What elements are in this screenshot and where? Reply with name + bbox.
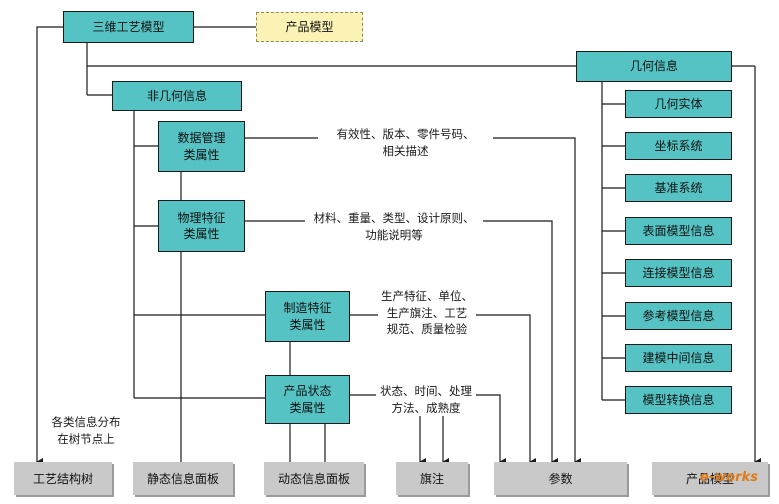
base-parameters: 参数 (494, 462, 627, 495)
base-static-panel: 静态信息面板 (133, 462, 233, 495)
note-physical: 材料、重量、类型、设计原则、 功能说明等 (305, 210, 483, 244)
note-physical-text: 材料、重量、类型、设计原则、 功能说明等 (313, 211, 475, 242)
note-data-mgmt: 有效性、版本、零件号码、 相关描述 (318, 126, 493, 160)
node-root-label: 三维工艺模型 (92, 19, 165, 34)
watermark-text: e-works (700, 470, 758, 485)
geo-item: 连接模型信息 (625, 259, 732, 287)
geo-item-label: 基准系统 (654, 180, 703, 195)
base-process-tree: 工艺结构树 (14, 462, 112, 495)
base-annotation: 旗注 (396, 462, 468, 495)
note-manufacturing-text: 生产特征、单位、 生产旗注、工艺 规范、质量检验 (381, 289, 473, 337)
geo-item: 坐标系统 (625, 132, 732, 160)
base-annotation-label: 旗注 (419, 472, 444, 486)
node-manufacturing: 制造特征 类属性 (265, 291, 350, 342)
geo-item: 模型转换信息 (625, 386, 732, 414)
note-tree-text: 各类信息分布 在树节点上 (51, 415, 121, 446)
base-parameters-label: 参数 (548, 472, 573, 486)
geo-item: 基准系统 (625, 174, 732, 202)
base-product-model-label: 产品模型 (685, 472, 734, 486)
node-non-geometric-info-label: 非几何信息 (146, 88, 207, 103)
base-process-tree-label: 工艺结构树 (32, 472, 93, 486)
node-product-state: 产品状态 类属性 (265, 375, 350, 424)
node-geometric-info: 几何信息 (576, 51, 732, 82)
watermark-logo: e-works (700, 470, 758, 485)
geo-item-label: 参考模型信息 (642, 308, 715, 323)
note-product-state-text: 状态、时间、处理 方法、成熟度 (380, 384, 472, 415)
note-manufacturing: 生产特征、单位、 生产旗注、工艺 规范、质量检验 (378, 288, 476, 339)
geo-item: 参考模型信息 (625, 302, 732, 330)
node-product-model-label: 产品模型 (285, 19, 334, 34)
node-manufacturing-label: 制造特征 类属性 (283, 301, 332, 332)
base-dynamic-panel-label: 动态信息面板 (277, 472, 350, 486)
node-data-mgmt-label: 数据管理 类属性 (177, 131, 226, 162)
node-root: 三维工艺模型 (63, 11, 194, 43)
note-data-mgmt-text: 有效性、版本、零件号码、 相关描述 (336, 127, 475, 158)
note-tree: 各类信息分布 在树节点上 (41, 414, 131, 448)
node-non-geometric-info: 非几何信息 (112, 81, 242, 111)
node-physical-label: 物理特征 类属性 (177, 210, 226, 241)
node-data-mgmt: 数据管理 类属性 (158, 121, 245, 172)
node-geometric-info-label: 几何信息 (629, 59, 678, 74)
node-physical: 物理特征 类属性 (158, 200, 245, 252)
geo-item-label: 连接模型信息 (642, 265, 715, 280)
geo-item: 建模中间信息 (625, 344, 732, 372)
base-product-model: 产品模型 (652, 462, 768, 495)
note-product-state: 状态、时间、处理 方法、成熟度 (376, 383, 476, 417)
node-product-state-label: 产品状态 类属性 (283, 384, 332, 415)
geo-item-label: 几何实体 (654, 96, 703, 111)
geo-item-label: 表面模型信息 (642, 223, 715, 238)
geo-item-label: 建模中间信息 (642, 350, 715, 365)
base-dynamic-panel: 动态信息面板 (264, 462, 364, 495)
geo-item-label: 坐标系统 (654, 138, 703, 153)
geo-item: 表面模型信息 (625, 217, 732, 245)
node-product-model: 产品模型 (256, 12, 363, 42)
geo-item-label: 模型转换信息 (642, 392, 715, 407)
geo-item: 几何实体 (625, 90, 732, 118)
base-static-panel-label: 静态信息面板 (146, 472, 219, 486)
